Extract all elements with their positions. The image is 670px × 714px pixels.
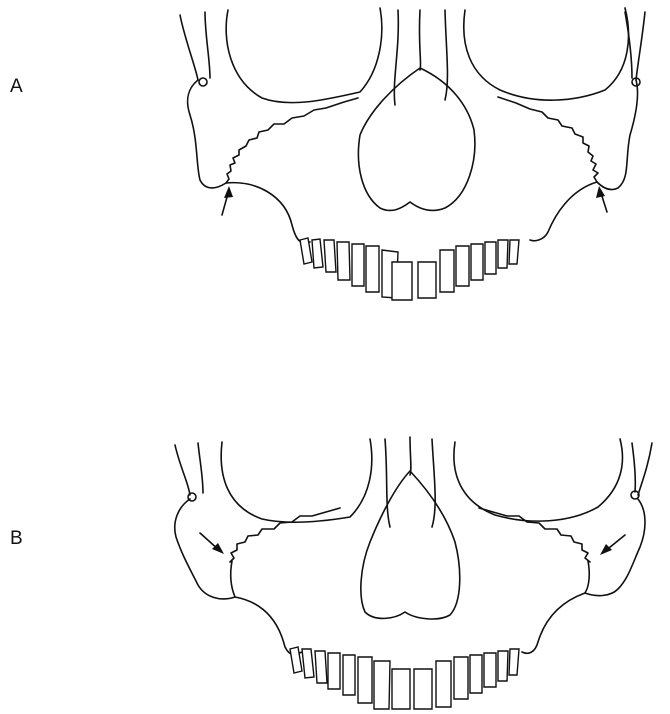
right-orbit [464, 8, 629, 100]
left-orbit [221, 439, 372, 522]
left-fracture-line [226, 98, 358, 183]
panel-b: B [0, 357, 670, 714]
teeth-a [300, 238, 519, 300]
nasal-aperture [361, 471, 460, 619]
panel-a: A [0, 0, 670, 357]
left-fracture-line [230, 508, 340, 562]
skull-drawing-b [0, 357, 670, 714]
right-fracture-line [498, 97, 598, 182]
skull-drawing-a [0, 0, 670, 357]
left-orbit [226, 8, 382, 103]
teeth-b [290, 647, 519, 709]
nasal-aperture [358, 68, 474, 210]
